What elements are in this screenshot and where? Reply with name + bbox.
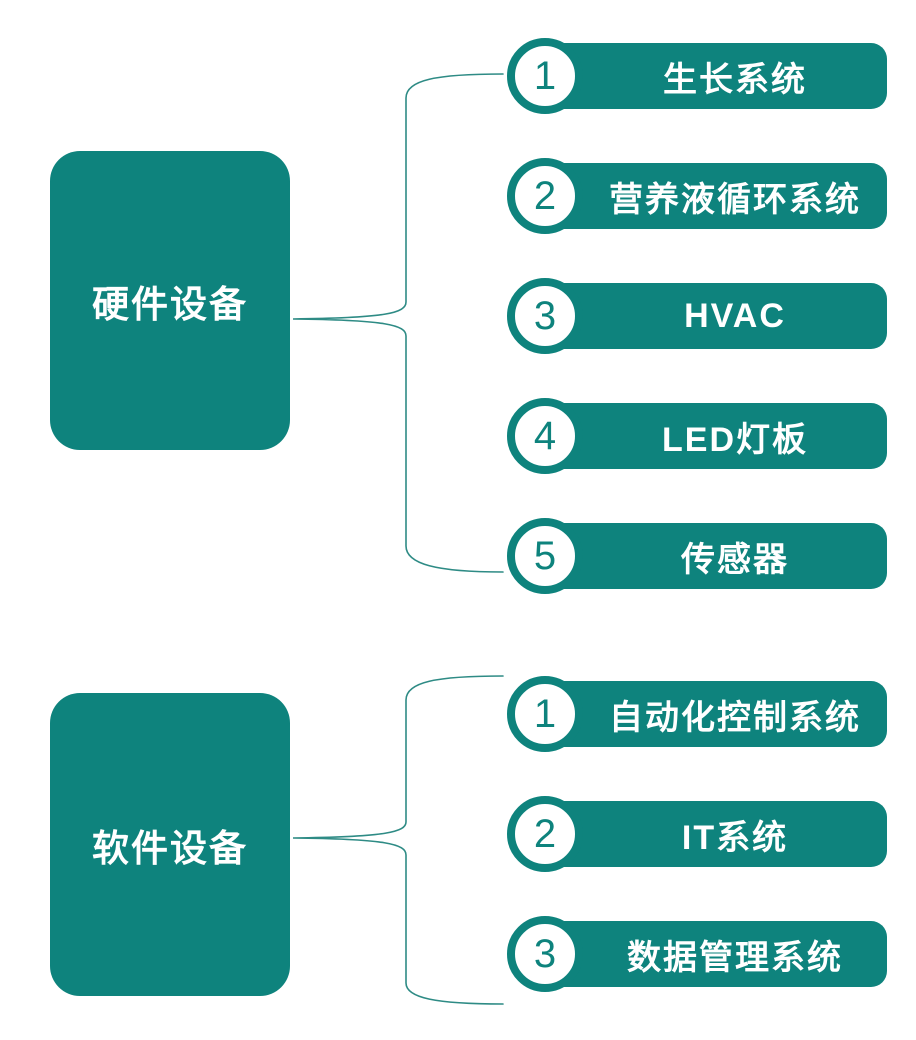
item-pill: LED灯板 bbox=[530, 403, 887, 469]
item-label: HVAC bbox=[684, 296, 786, 335]
list-item-hardware-4: LED灯板 4 bbox=[507, 398, 887, 474]
list-item-hardware-1: 生长系统 1 bbox=[507, 38, 887, 114]
item-pill: 自动化控制系统 bbox=[530, 681, 887, 747]
item-pill: IT系统 bbox=[530, 801, 887, 867]
item-label: 传感器 bbox=[681, 540, 789, 579]
item-number-badge: 1 bbox=[507, 38, 583, 114]
item-number-badge: 4 bbox=[507, 398, 583, 474]
item-label: IT系统 bbox=[681, 818, 789, 857]
brace-connector-software bbox=[292, 675, 504, 1005]
item-number-badge: 3 bbox=[507, 278, 583, 354]
list-item-hardware-2: 营养液循环系统 2 bbox=[507, 158, 887, 234]
item-number-badge: 3 bbox=[507, 916, 583, 992]
brace-connector-hardware bbox=[292, 73, 504, 573]
list-item-software-1: 自动化控制系统 1 bbox=[507, 676, 887, 752]
list-item-hardware-3: HVAC 3 bbox=[507, 278, 887, 354]
item-label: 营养液循环系统 bbox=[609, 180, 861, 219]
item-number: 1 bbox=[533, 692, 557, 736]
item-number: 4 bbox=[533, 414, 557, 458]
item-number: 3 bbox=[533, 932, 557, 976]
list-item-hardware-5: 传感器 5 bbox=[507, 518, 887, 594]
item-label: 自动化控制系统 bbox=[609, 698, 861, 737]
category-box-software: 软件设备 bbox=[50, 693, 290, 996]
list-item-software-2: IT系统 2 bbox=[507, 796, 887, 872]
item-number: 2 bbox=[533, 174, 557, 218]
item-number: 3 bbox=[533, 294, 557, 338]
item-pill: HVAC bbox=[530, 283, 887, 349]
list-item-software-3: 数据管理系统 3 bbox=[507, 916, 887, 992]
item-label: 生长系统 bbox=[663, 60, 807, 99]
item-pill: 传感器 bbox=[530, 523, 887, 589]
category-label-hardware: 硬件设备 bbox=[92, 283, 248, 325]
item-number-badge: 2 bbox=[507, 158, 583, 234]
item-label: LED灯板 bbox=[662, 420, 808, 459]
item-pill: 营养液循环系统 bbox=[530, 163, 887, 229]
item-number-badge: 5 bbox=[507, 518, 583, 594]
item-pill: 生长系统 bbox=[530, 43, 887, 109]
item-number: 2 bbox=[533, 812, 557, 856]
item-number: 5 bbox=[533, 534, 557, 578]
item-label: 数据管理系统 bbox=[627, 938, 843, 977]
item-number: 1 bbox=[533, 54, 557, 98]
item-number-badge: 1 bbox=[507, 676, 583, 752]
category-label-software: 软件设备 bbox=[92, 827, 248, 869]
item-pill: 数据管理系统 bbox=[530, 921, 887, 987]
item-number-badge: 2 bbox=[507, 796, 583, 872]
category-box-hardware: 硬件设备 bbox=[50, 151, 290, 450]
